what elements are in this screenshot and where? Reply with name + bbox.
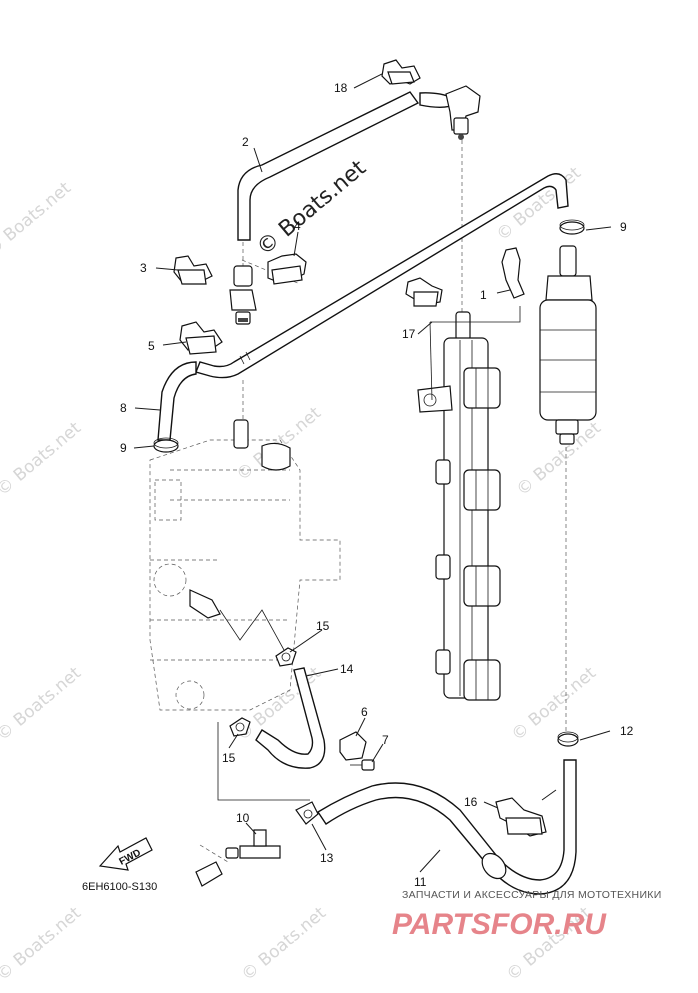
- joint-10: [195, 722, 310, 887]
- clamp-12: [557, 731, 579, 747]
- callout-15-lower: 15: [222, 751, 236, 765]
- clamp-17: [405, 277, 443, 307]
- clamp-15-upper: [275, 647, 297, 667]
- brand-logo: PARTSFOR.RU: [392, 908, 607, 941]
- vent-hose: [157, 173, 569, 441]
- clamp-13: [295, 801, 319, 825]
- watermark: © Boats.net: [0, 178, 75, 260]
- injector: [463, 659, 501, 701]
- watermark: © Boats.net: [508, 663, 601, 745]
- clamp-5: [179, 321, 223, 355]
- callout-17: 17: [402, 327, 416, 341]
- callout-13: 13: [320, 851, 334, 865]
- injector: [463, 367, 501, 409]
- callout-9-left: 9: [120, 441, 127, 455]
- elbow-fitting: [445, 85, 481, 140]
- callout-3: 3: [140, 261, 147, 275]
- leader-lines: [199, 140, 567, 863]
- fuel-pump: [539, 245, 597, 445]
- callout-14: 14: [340, 662, 354, 676]
- watermark: © Boats.net: [0, 903, 85, 985]
- bracket-6: [339, 731, 367, 761]
- callout-labels: 1 2 3 4 5 6 7 8 9 9 10 11 12 13 14 15 15…: [120, 81, 634, 889]
- callout-11: 11: [414, 875, 427, 889]
- fwd-label: FWD: [118, 847, 143, 867]
- clamp-4: [267, 253, 307, 285]
- callout-10: 10: [236, 811, 250, 825]
- callout-7: 7: [382, 733, 389, 747]
- fuel-rail: [417, 311, 501, 701]
- clamp-16: [495, 797, 547, 837]
- clamp-18: [381, 59, 421, 85]
- callout-12: 12: [620, 724, 634, 738]
- callout-15-upper: 15: [316, 619, 330, 633]
- brand-tagline: ЗАПЧАСТИ И АКСЕССУАРЫ ДЛЯ МОТОТЕХНИКИ: [402, 889, 662, 901]
- callout-leaders: [133, 73, 612, 873]
- bolt-7: [350, 759, 375, 771]
- clamp-15-lower: [229, 717, 251, 737]
- diagram-code: 6EH6100-S130: [82, 881, 157, 893]
- watermark: © Boats.net: [0, 663, 85, 745]
- clamp-9-upper: [559, 219, 585, 235]
- watermark: © Boats.net: [238, 903, 331, 985]
- clamp-3: [173, 255, 213, 285]
- callout-5: 5: [148, 339, 155, 353]
- fwd-arrow: FWD: [98, 837, 153, 871]
- callout-9-right: 9: [620, 220, 627, 234]
- callout-2: 2: [242, 135, 249, 149]
- filter-connector: [229, 265, 257, 325]
- injector: [463, 469, 501, 511]
- hose-14: [255, 667, 326, 769]
- watermark: © Boats.net: [0, 418, 85, 500]
- callout-6: 6: [361, 705, 368, 719]
- injector: [463, 565, 501, 607]
- vapor-separator: [149, 419, 341, 711]
- callout-16: 16: [464, 795, 478, 809]
- callout-8: 8: [120, 401, 127, 415]
- callout-4: 4: [294, 219, 301, 233]
- hose-11: [317, 759, 577, 895]
- clamp-9-left: [153, 437, 179, 453]
- callout-18: 18: [334, 81, 348, 95]
- callout-1: 1: [480, 288, 487, 302]
- clamp-1: [501, 247, 525, 299]
